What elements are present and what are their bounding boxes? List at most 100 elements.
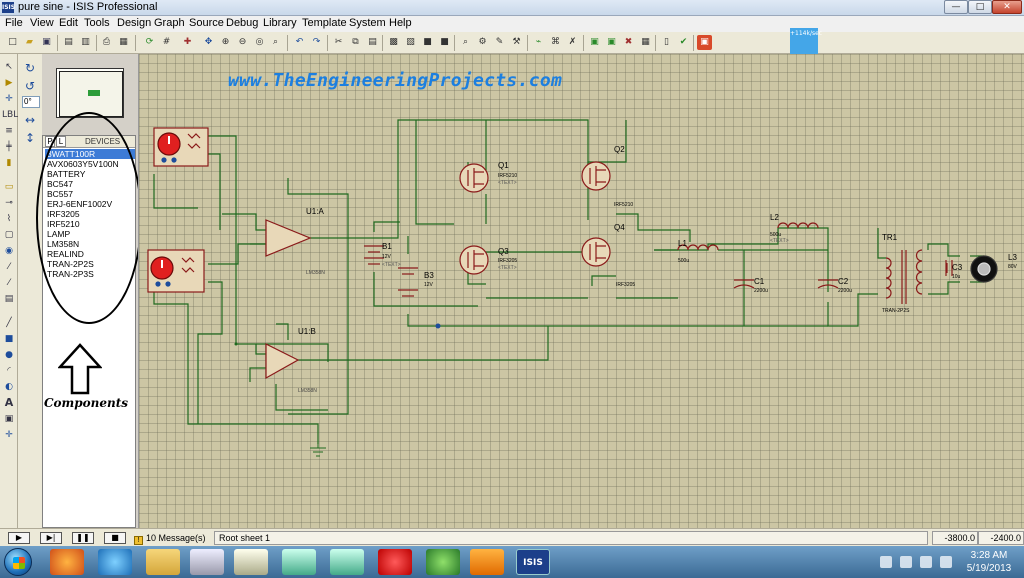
vlc-icon[interactable] xyxy=(470,549,504,575)
copy-icon[interactable]: ⧉ xyxy=(352,37,359,47)
goto-sheet-icon[interactable]: ▦ xyxy=(641,37,650,47)
subcircuit-icon[interactable]: ▮ xyxy=(6,158,12,168)
device-item[interactable]: ERJ-6ENF1002V xyxy=(47,199,113,209)
packaging-icon[interactable]: ⚒ xyxy=(512,37,521,47)
menu-design[interactable]: Design xyxy=(117,17,152,29)
tray-speaker-icon[interactable] xyxy=(920,556,932,568)
notepad-icon[interactable] xyxy=(234,549,268,575)
device-item[interactable]: LM358N xyxy=(47,239,80,249)
lamp-l3[interactable] xyxy=(970,255,998,283)
step-button[interactable]: ▶| xyxy=(40,532,62,544)
bill-of-materials-icon[interactable]: ▯ xyxy=(664,37,669,47)
zoom-all-icon[interactable]: ◎ xyxy=(255,37,264,47)
import-icon[interactable]: ▤ xyxy=(64,37,73,47)
cut-icon[interactable]: ✂ xyxy=(334,37,343,47)
redraw-icon[interactable]: ⟳ xyxy=(145,37,154,47)
hp-software-icon[interactable] xyxy=(330,549,364,575)
new-sheet-icon[interactable]: ▣ xyxy=(590,37,599,47)
voltage-probe-icon[interactable]: ⁄ xyxy=(8,262,10,272)
export-icon[interactable]: ▥ xyxy=(81,37,90,47)
menu-source[interactable]: Source xyxy=(189,17,224,29)
menu-library[interactable]: Library xyxy=(263,17,297,29)
buses-icon[interactable]: ╪ xyxy=(6,142,12,152)
capacitor-c3[interactable] xyxy=(945,260,953,276)
pause-button[interactable]: ❚❚ xyxy=(72,532,94,544)
origin-icon[interactable]: ✚ xyxy=(183,37,192,47)
opamp-u1b[interactable] xyxy=(265,343,300,380)
device-item[interactable]: IRF5210 xyxy=(47,219,80,229)
start-button[interactable] xyxy=(4,548,32,576)
download-manager-icon[interactable] xyxy=(426,549,460,575)
device-item[interactable]: BC547 xyxy=(47,179,73,189)
2d-path-icon[interactable]: ◐ xyxy=(5,382,13,392)
wire-label-icon[interactable]: LBL xyxy=(2,110,19,120)
messages-indicator[interactable]: !10 Message(s) xyxy=(134,531,212,545)
device-item[interactable]: BC557 xyxy=(47,189,73,199)
minimize-button[interactable]: — xyxy=(944,0,968,14)
tray-arrow-icon[interactable] xyxy=(880,556,892,568)
menu-template[interactable]: Template xyxy=(302,17,347,29)
menu-help[interactable]: Help xyxy=(389,17,412,29)
print-area-icon[interactable]: ▦ xyxy=(119,37,128,47)
2d-marker-icon[interactable]: ✛ xyxy=(5,430,13,440)
menu-debug[interactable]: Debug xyxy=(226,17,259,29)
make-device-icon[interactable]: ⚙ xyxy=(478,37,487,47)
device-item[interactable]: TRAN-2P2S xyxy=(47,259,94,269)
device-item[interactable]: 3WATT100R xyxy=(45,149,135,159)
capacitor-c2[interactable] xyxy=(817,279,839,289)
block-rotate-icon[interactable]: ■ xyxy=(423,37,432,47)
remove-sheet-icon[interactable]: ▣ xyxy=(607,37,616,47)
tape-recorder-icon[interactable]: ▢ xyxy=(4,230,14,240)
device-item[interactable]: AVX0603Y5V100N xyxy=(47,159,119,169)
maximize-button[interactable]: □ xyxy=(968,0,992,14)
virtual-instruments-icon[interactable]: ▤ xyxy=(4,294,14,304)
menu-edit[interactable]: Edit xyxy=(59,17,78,29)
play-button[interactable]: ▶ xyxy=(8,532,30,544)
opamp-u1a[interactable] xyxy=(265,219,312,257)
tray-flag-icon[interactable] xyxy=(940,556,952,568)
transformer-tr1[interactable] xyxy=(885,249,923,304)
pick-device-icon[interactable]: ⌕ xyxy=(462,37,469,47)
media-player-icon[interactable] xyxy=(190,549,224,575)
exit-parent-icon[interactable]: ✖ xyxy=(624,37,633,47)
generator-icon[interactable]: ◉ xyxy=(5,246,13,256)
redo-icon[interactable]: ↷ xyxy=(312,37,321,47)
stop-button[interactable]: ■ xyxy=(104,532,126,544)
device-pins-icon[interactable]: ⊸ xyxy=(5,198,13,208)
text-script-icon[interactable]: ≡ xyxy=(5,126,13,136)
selection-mode-icon[interactable]: ↖ xyxy=(5,62,13,72)
block-delete-icon[interactable]: ■ xyxy=(440,37,449,47)
menu-view[interactable]: View xyxy=(30,17,54,29)
graph-mode-icon[interactable]: ⌇ xyxy=(6,214,12,224)
block-move-icon[interactable]: ▧ xyxy=(406,37,415,47)
search-tag-icon[interactable]: ⌘ xyxy=(551,37,560,47)
2d-text-icon[interactable]: A xyxy=(4,396,14,409)
grid-icon[interactable]: # xyxy=(162,37,171,47)
2d-symbol-icon[interactable]: ▣ xyxy=(4,414,14,424)
inductor-l1[interactable] xyxy=(677,244,719,251)
mosfet-q2[interactable] xyxy=(581,161,611,191)
mosfet-q3[interactable] xyxy=(459,245,489,275)
current-probe-icon[interactable]: ⁄ xyxy=(8,278,10,288)
device-item[interactable]: TRAN-2P3S xyxy=(47,269,94,279)
isis-app-icon[interactable]: ISIS xyxy=(2,2,16,13)
overview-window[interactable] xyxy=(56,68,124,118)
decompose-icon[interactable]: ✎ xyxy=(495,37,504,47)
menu-file[interactable]: File xyxy=(5,17,23,29)
property-tool-icon[interactable]: ✗ xyxy=(568,37,577,47)
mosfet-q4[interactable] xyxy=(581,237,611,267)
paste-icon[interactable]: ▤ xyxy=(368,37,377,47)
clock-time[interactable]: 3:28 AM xyxy=(970,550,1008,561)
device-item[interactable]: REALIND xyxy=(47,249,84,259)
wire-autorouter-icon[interactable]: ⌁ xyxy=(535,37,542,47)
2d-circle-icon[interactable]: ● xyxy=(5,350,13,360)
file-explorer-icon[interactable] xyxy=(146,549,180,575)
new-file-icon[interactable]: □ xyxy=(8,37,17,47)
pick-devices-button[interactable]: P xyxy=(45,136,55,147)
save-icon[interactable]: ▣ xyxy=(42,37,51,47)
inductor-l2[interactable] xyxy=(777,222,819,229)
menu-system[interactable]: System xyxy=(349,17,386,29)
device-item[interactable]: BATTERY xyxy=(47,169,86,179)
rotate-clockwise-icon[interactable]: ↻ xyxy=(24,61,36,75)
internet-explorer-icon[interactable] xyxy=(98,549,132,575)
